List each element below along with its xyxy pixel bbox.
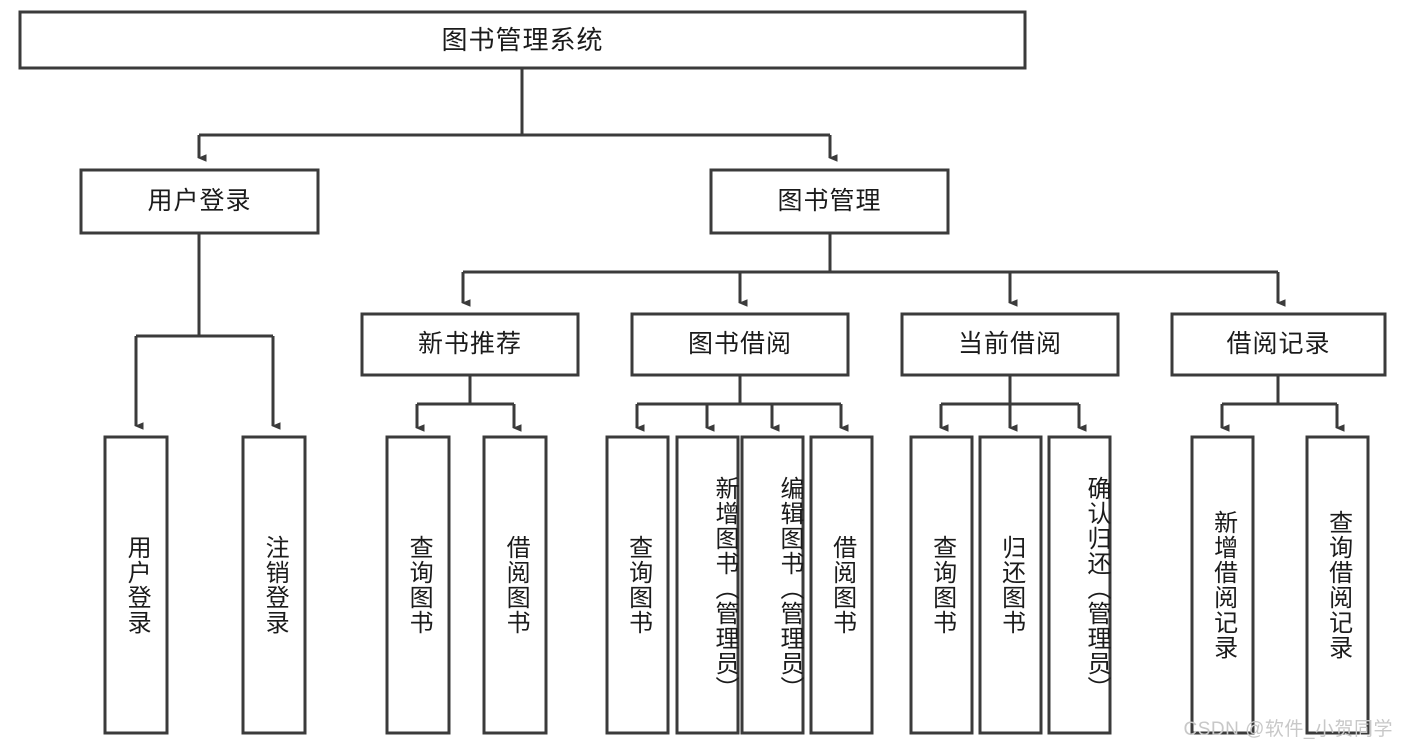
- leaf-box-confirm-return: [1047, 435, 1112, 735]
- leaf-box-user-login: [103, 435, 169, 735]
- connector-user-login-to-leaves: [134, 233, 281, 430]
- connector-current-borrow-to-leaves: [939, 375, 1087, 432]
- node-box-current-borrow: [900, 312, 1120, 377]
- leaf-box-query-book-1: [385, 435, 451, 735]
- connector-root-to-level2: [197, 68, 838, 162]
- node-box-new-book-recommend: [360, 312, 580, 377]
- leaf-box-logout-login: [241, 435, 307, 735]
- leaf-box-borrow-book-2: [809, 435, 874, 735]
- leaf-box-add-record: [1190, 435, 1255, 735]
- leaf-box-add-book: [675, 435, 740, 735]
- connector-new-book-recommend-to-leaves: [415, 375, 522, 432]
- node-box-book-manage: [709, 168, 950, 235]
- leaf-box-query-record: [1305, 435, 1370, 735]
- leaf-box-edit-book: [740, 435, 805, 735]
- connector-book-borrow-to-leaves: [635, 375, 849, 432]
- leaf-box-query-book-3: [909, 435, 974, 735]
- node-box-root: [18, 10, 1027, 70]
- leaf-box-return-book: [978, 435, 1043, 735]
- connector-book-manage-to-level3: [461, 233, 1286, 307]
- csdn-watermark: CSDN @软件_小贺同学: [1183, 719, 1393, 740]
- node-box-book-borrow: [630, 312, 850, 377]
- leaf-box-borrow-book-1: [482, 435, 548, 735]
- node-box-borrow-record: [1170, 312, 1387, 377]
- node-box-user-login: [79, 168, 320, 235]
- leaf-box-query-book-2: [605, 435, 670, 735]
- connector-borrow-record-to-leaves: [1220, 375, 1345, 432]
